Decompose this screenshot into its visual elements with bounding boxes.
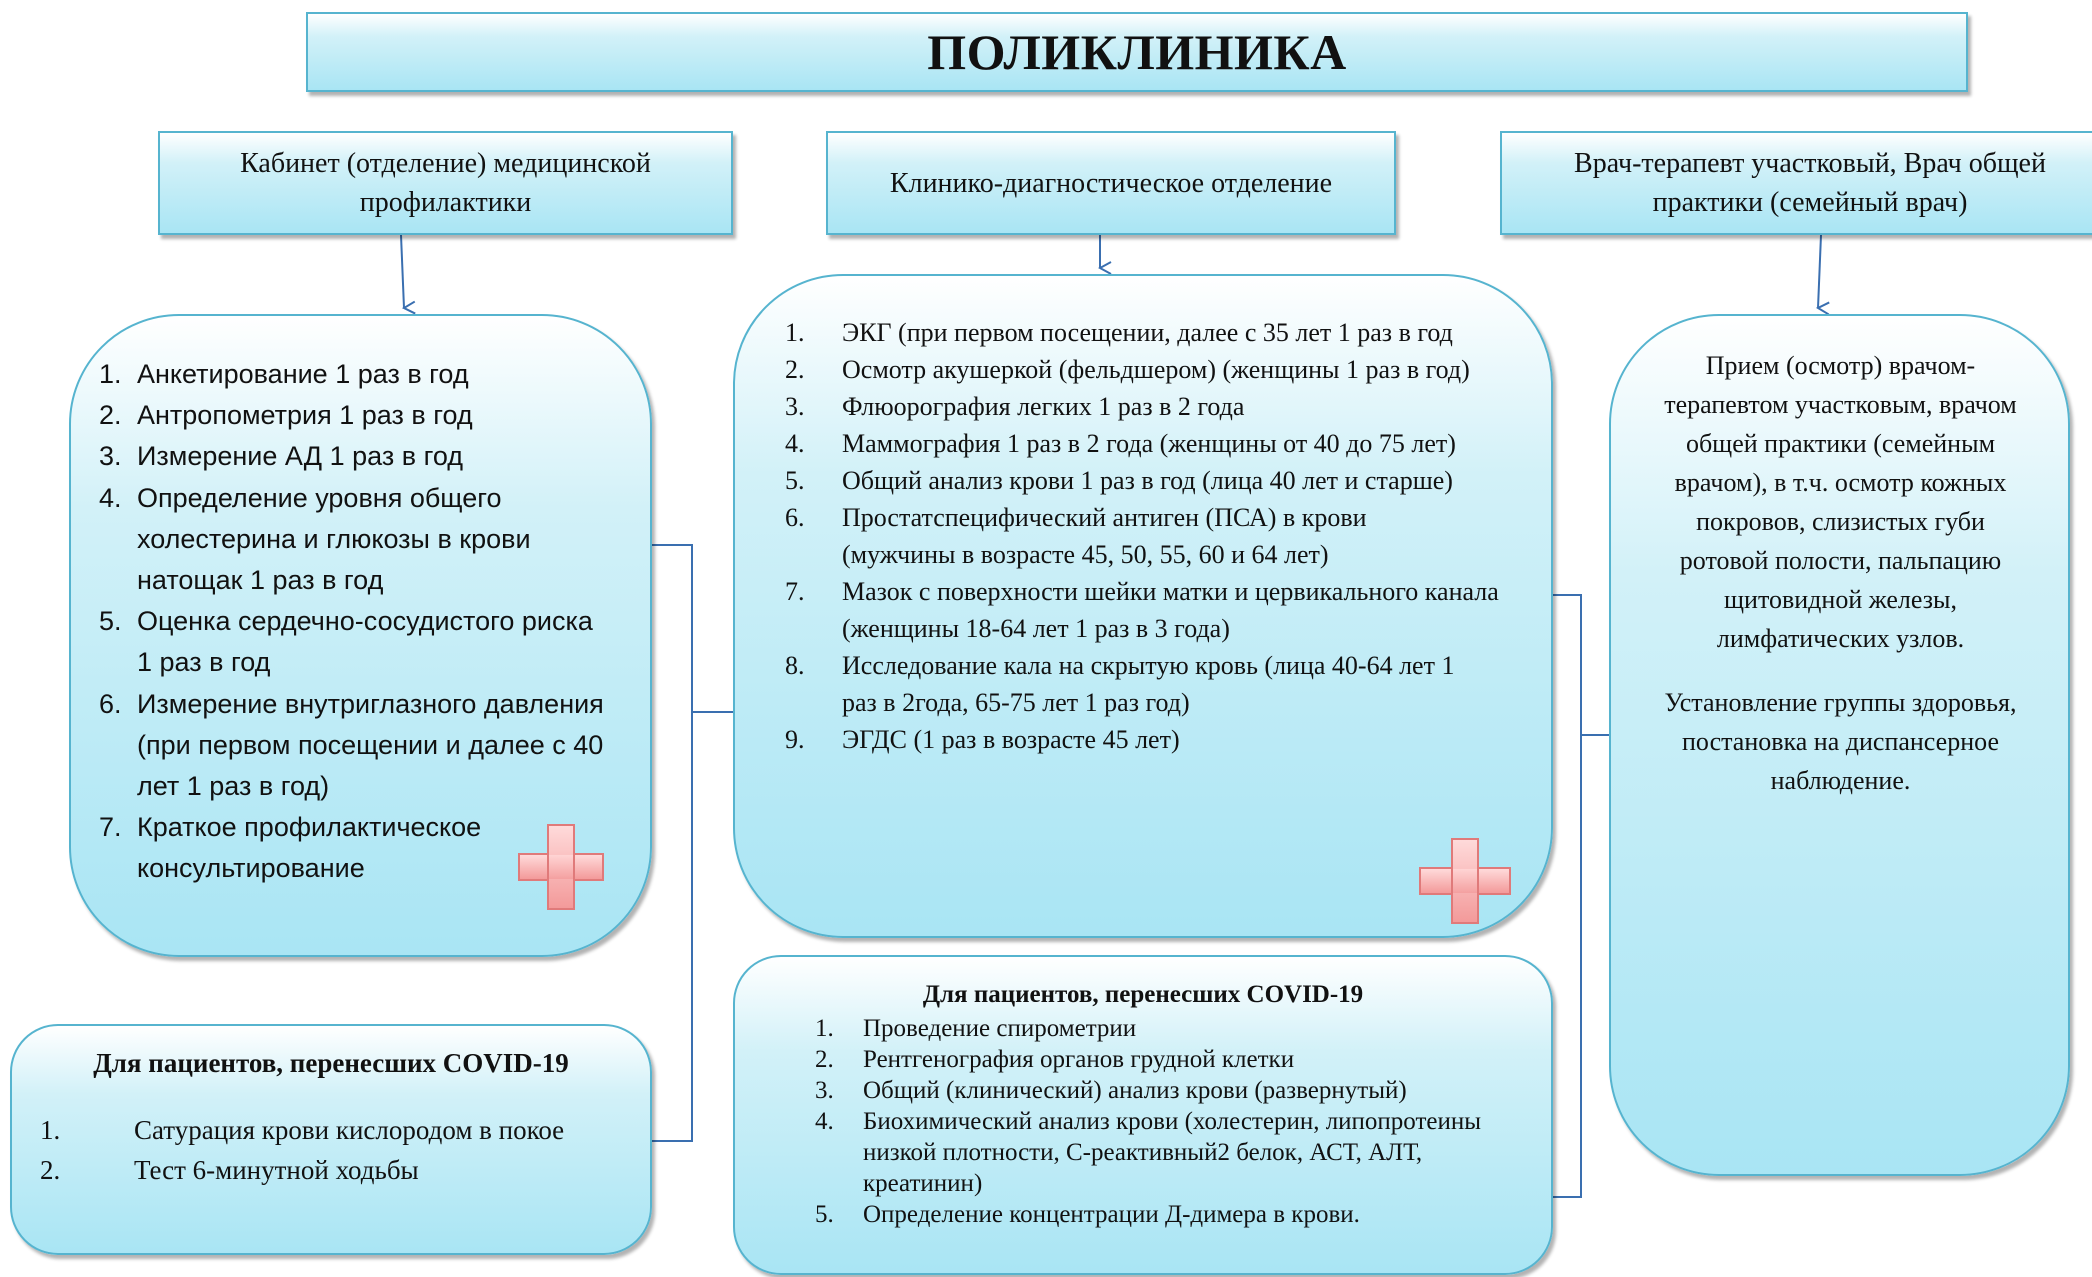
covid-center-box: Для пациентов, перенесших COVID-19 1.Про… bbox=[733, 955, 1553, 1275]
arrow-down-icon bbox=[1818, 234, 1821, 308]
list-item: 6.Измерение внутриглазного давления (при… bbox=[99, 688, 604, 802]
list-item: 5.Определение концентрации Д-димера в кр… bbox=[815, 1201, 1360, 1228]
diagnostic-list-box: 1.ЭКГ (при первом посещении, далее с 35 … bbox=[733, 274, 1553, 938]
list-item: 7.Краткое профилактическое консультирова… bbox=[99, 812, 482, 884]
list-item: 4.Биохимический анализ крови (холестерин… bbox=[815, 1108, 1482, 1197]
list-item: 2.Тест 6-минутной ходьбы bbox=[40, 1155, 419, 1185]
list-item: 1.Анкетирование 1 раз в год bbox=[99, 359, 469, 389]
therapist-text: Прием (осмотр) врачом-терапевтом участко… bbox=[1653, 346, 2028, 800]
list-item: 4.Определение уровня общего холестерина … bbox=[99, 482, 531, 596]
list-item: 8.Исследование кала на скрытую кровь (ли… bbox=[785, 651, 1455, 717]
list-item: 5.Оценка сердечно-сосудистого риска 1 ра… bbox=[99, 606, 593, 678]
page-title: ПОЛИКЛИНИКА bbox=[927, 24, 1347, 80]
covid-center-list: 1.Проведение спирометрии 2.Рентгенографи… bbox=[815, 1013, 1535, 1230]
header-clinical-diagnostic: Клинико-диагностическое отделение bbox=[826, 131, 1396, 235]
therapist-paragraph-exam: Прием (осмотр) врачом-терапевтом участко… bbox=[1664, 351, 2017, 653]
header-prevention-office-label: Кабинет (отделение) медицинской профилак… bbox=[240, 148, 651, 218]
list-item: 3.Измерение АД 1 раз в год bbox=[99, 441, 464, 472]
list-item: 3.Общий (клинический) анализ крови (разв… bbox=[815, 1077, 1407, 1104]
red-cross-icon bbox=[518, 824, 604, 910]
prevention-list: 1.Анкетирование 1 раз в год 2.Антропомет… bbox=[99, 354, 605, 890]
therapist-box: Прием (осмотр) врачом-терапевтом участко… bbox=[1609, 314, 2070, 1176]
diagnostic-list: 1.ЭКГ (при первом посещении, далее с 35 … bbox=[785, 314, 1510, 758]
header-clinical-diagnostic-label: Клинико-диагностическое отделение bbox=[889, 167, 1333, 199]
list-item: 9.ЭГДС (1 раз в возрасте 45 лет) bbox=[785, 725, 1180, 754]
list-item: 7.Мазок с поверхности шейки матки и церв… bbox=[785, 577, 1499, 643]
list-item: 1.Проведение спирометрии bbox=[815, 1015, 1137, 1042]
title-box: ПОЛИКЛИНИКА bbox=[306, 12, 1968, 92]
list-item: 2.Антропометрия 1 раз в год bbox=[99, 400, 473, 431]
covid-left-title: Для пациентов, перенесших COVID-19 bbox=[93, 1048, 569, 1078]
list-item: 1.ЭКГ (при первом посещении, далее с 35 … bbox=[785, 318, 1453, 347]
prevention-list-box: 1.Анкетирование 1 раз в год 2.Антропомет… bbox=[69, 314, 652, 957]
header-therapist-label: Врач-терапевт участковый, Врач общей пра… bbox=[1574, 148, 2046, 218]
list-item: 3.Флюорография легких 1 раз в 2 года bbox=[785, 392, 1245, 421]
covid-left-list: 1.Сатурация крови кислородом в покое 2.Т… bbox=[40, 1110, 640, 1190]
list-item: 1.Сатурация крови кислородом в покое bbox=[40, 1115, 565, 1145]
list-item: 5.Общий анализ крови 1 раз в год (лица 4… bbox=[785, 466, 1453, 495]
red-cross-icon bbox=[1419, 838, 1511, 926]
covid-center-title: Для пациентов, перенесших COVID-19 bbox=[922, 981, 1364, 1008]
list-item: 4.Маммография 1 раз в 2 года (женщины от… bbox=[785, 429, 1456, 458]
header-prevention-office: Кабинет (отделение) медицинской профилак… bbox=[158, 131, 733, 235]
list-item: 2.Осмотр акушеркой (фельдшером) (женщины… bbox=[785, 355, 1470, 384]
list-item: 2.Рентгенография органов грудной клетки bbox=[815, 1046, 1295, 1073]
therapist-paragraph-group: Установление группы здоровья, постановка… bbox=[1664, 688, 2017, 795]
left-bracket-connector bbox=[652, 544, 693, 1142]
covid-left-box: Для пациентов, перенесших COVID-19 1.Сат… bbox=[10, 1024, 652, 1255]
header-therapist: Врач-терапевт участковый, Врач общей пра… bbox=[1500, 131, 2092, 235]
list-item: 6.Простатспецифический антиген (ПСА) в к… bbox=[785, 503, 1367, 569]
right-bracket-connector bbox=[1553, 594, 1582, 1198]
arrow-down-icon bbox=[400, 234, 404, 308]
